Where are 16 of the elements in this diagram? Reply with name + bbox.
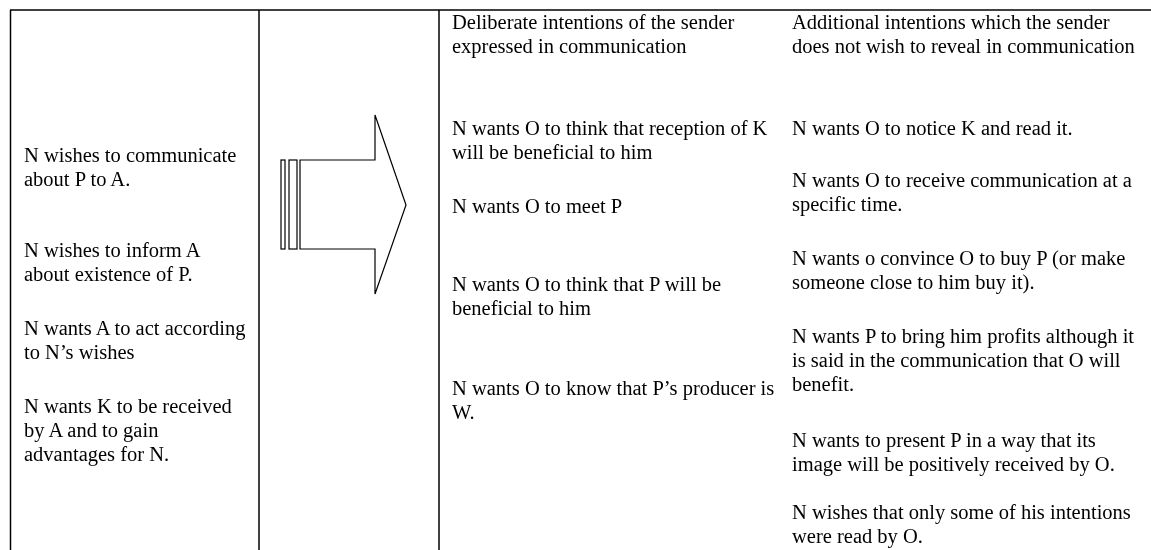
intention-text: N wants P to bring him profits although it is said in the communication that O will benefit. (792, 324, 1136, 396)
intention-text: N wants O to know that P’s producer is W. (452, 376, 776, 424)
intention-text: N wants A to act according to N’s wishes (24, 316, 246, 364)
intention-text: N wants to present P in a way that its image will be positively received by O. (792, 428, 1116, 476)
intention-text: N wants O to think that reception of K will be beneficial to him (452, 116, 769, 164)
intention-text: N wishes to communicate about P to A. (24, 143, 238, 191)
intention-text: N wants O to meet P (452, 194, 624, 218)
column-heading: Deliberate intentions of the sender expressed in communication (452, 10, 736, 58)
intention-text: N wants K to be received by A and to gain advantages for N. (24, 394, 233, 466)
intention-text: N wants O to think that P will be beneficial to him (452, 272, 723, 320)
intention-text: N wishes to inform A about existence of P. (24, 238, 201, 286)
column-heading: Additional intentions which the sender does not wish to reveal in communication (792, 10, 1136, 58)
intention-text: N wants O to notice K and read it. (792, 116, 1074, 140)
intention-text: N wants o convince O to buy P (or make someone close to him buy it). (792, 246, 1127, 294)
intention-text: N wishes that only some of his intentions were read by O. (792, 500, 1132, 548)
intention-text: N wants O to receive communication at a specific time. (792, 168, 1133, 216)
